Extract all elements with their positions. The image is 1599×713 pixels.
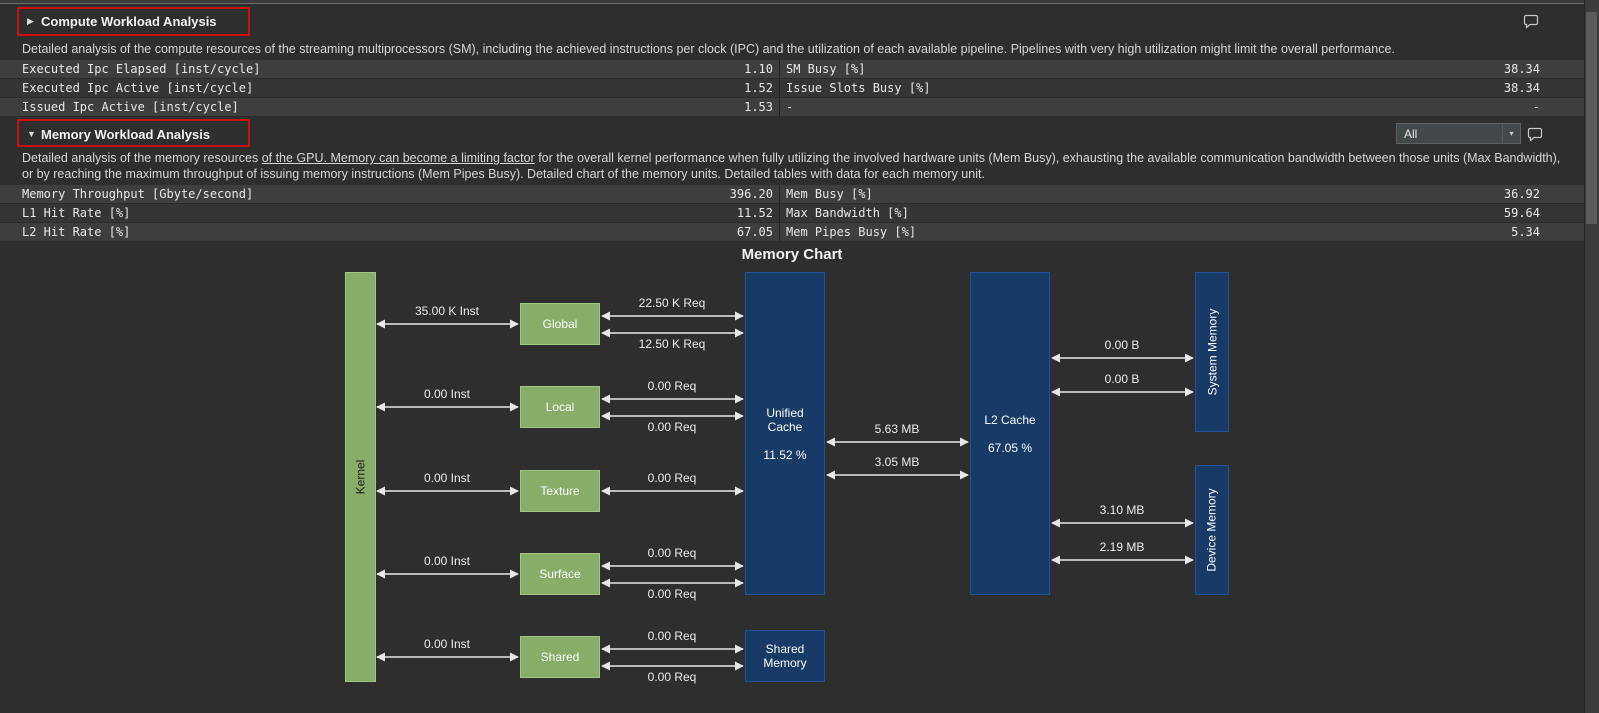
collapse-down-icon[interactable]: ▼	[27, 129, 36, 139]
metric-value: 5.34	[1511, 225, 1540, 239]
edge-label: 22.50 K Req	[638, 296, 706, 310]
texture-box: Texture	[520, 470, 600, 512]
device-memory-label: Device Memory	[1205, 488, 1220, 572]
metric-row: Memory Throughput [Gbyte/second] 396.20 M…	[0, 185, 1584, 204]
metric-label: Memory Throughput [Gbyte/second]	[22, 187, 254, 201]
edge-label: 0.00 Inst	[423, 471, 471, 485]
memory-section-title: Memory Workload Analysis	[41, 126, 211, 142]
comment-bubble-icon[interactable]	[1526, 125, 1544, 143]
kernel-label: Kernel	[353, 459, 368, 495]
kernel-box: Kernel	[345, 272, 376, 682]
global-box: Global	[520, 303, 600, 345]
metric-value: 396.20	[729, 187, 773, 201]
metric-value: 59.64	[1503, 206, 1540, 220]
edge-label: 0.00 Req	[647, 546, 697, 560]
metric-label: Executed Ipc Elapsed [inst/cycle]	[22, 62, 261, 76]
previous-section-edge	[0, 0, 1599, 4]
shared-memory-box: Shared Memory	[745, 630, 825, 682]
unified-cache-hitrate: 11.52 %	[763, 447, 807, 462]
surface-box: Surface	[520, 553, 600, 595]
shared-label: Shared	[540, 650, 580, 664]
metric-row: L2 Hit Rate [%] 67.05 Mem Pipes Busy [%] 5…	[0, 223, 1584, 242]
global-label: Global	[542, 317, 578, 331]
comment-bubble-icon[interactable]	[1522, 12, 1540, 30]
edge-label: 12.50 K Req	[638, 337, 706, 351]
metric-value: 11.52	[736, 206, 773, 220]
metric-label: -	[786, 100, 794, 114]
collapse-right-icon[interactable]: ▶	[27, 15, 34, 26]
local-box: Local	[520, 386, 600, 428]
metric-value: 67.05	[736, 225, 773, 239]
edge-label: 5.63 MB	[874, 422, 920, 436]
metric-value: 1.52	[744, 81, 773, 95]
memory-description: Detailed analysis of the memory resource…	[22, 150, 1570, 182]
texture-label: Texture	[540, 484, 580, 498]
metric-row: Issued Ipc Active [inst/cycle] 1.53 - -	[0, 98, 1584, 117]
edge-label: 35.00 K Inst	[414, 304, 480, 318]
unified-cache-box: Unified Cache 11.52 %	[745, 272, 825, 595]
metric-label: Mem Busy [%]	[786, 187, 873, 201]
edge-label: 0.00 B	[1104, 338, 1140, 352]
edge-label: 0.00 Req	[647, 670, 697, 684]
compute-description: Detailed analysis of the compute resourc…	[22, 42, 1395, 56]
system-memory-label: System Memory	[1205, 308, 1219, 396]
memory-section-header[interactable]: ▼ Memory Workload Analysis	[0, 119, 1584, 149]
metric-label: Issued Ipc Active [inst/cycle]	[22, 100, 239, 114]
edge-label: 3.10 MB	[1099, 503, 1145, 517]
edge-label: 0.00 Req	[647, 629, 697, 643]
metric-value: 38.34	[1503, 81, 1540, 95]
memory-chart-title: Memory Chart	[741, 246, 843, 263]
local-label: Local	[545, 400, 575, 414]
l2-cache-box: L2 Cache 67.05 %	[970, 272, 1050, 595]
metric-value: -	[1532, 100, 1540, 114]
edge-label: 2.19 MB	[1099, 540, 1145, 554]
metric-value: 36.92	[1503, 187, 1540, 201]
edge-label: 0.00 Inst	[423, 554, 471, 568]
compute-section-title: Compute Workload Analysis	[41, 13, 217, 29]
edge-label: 3.05 MB	[874, 455, 920, 469]
memory-description-text: for the overall kernel performance when …	[22, 151, 1561, 181]
shared-memory-label: Shared Memory	[763, 642, 807, 670]
edge-label: 0.00 B	[1104, 372, 1140, 386]
l2-cache-hitrate: 67.05 %	[987, 440, 1033, 455]
edge-label: 0.00 Req	[647, 587, 697, 601]
edge-label: 0.00 Inst	[423, 637, 471, 651]
metric-label: L2 Hit Rate [%]	[22, 225, 131, 239]
memory-filter-dropdown[interactable]: All ▾	[1396, 123, 1521, 144]
metric-label: Mem Pipes Busy [%]	[786, 225, 917, 239]
shared-box: Shared	[520, 636, 600, 678]
memory-description-text: Detailed analysis of the memory resource…	[22, 151, 262, 165]
l2-cache-label: L2 Cache	[984, 412, 1036, 427]
comment-bubble-glyph	[1527, 127, 1543, 142]
scrollbar-thumb[interactable]	[1586, 12, 1597, 224]
device-memory-box: Device Memory	[1195, 465, 1229, 595]
edge-label: 0.00 Req	[647, 471, 697, 485]
metric-label: Max Bandwidth [%]	[786, 206, 909, 220]
edge-label: 0.00 Inst	[423, 387, 471, 401]
metric-label: Issue Slots Busy [%]	[786, 81, 931, 95]
edge-label: 0.00 Req	[647, 420, 697, 434]
memory-description-underlined: of the GPU. Memory can become a limiting…	[261, 151, 535, 165]
unified-cache-label: Unified Cache	[766, 405, 804, 434]
comment-bubble-glyph	[1523, 14, 1539, 29]
metric-label: SM Busy [%]	[786, 62, 866, 76]
metric-row: Executed Ipc Active [inst/cycle] 1.52 Iss…	[0, 79, 1584, 98]
edge-label: 0.00 Req	[647, 379, 697, 393]
chevron-down-icon: ▾	[1502, 124, 1520, 143]
metric-value: 38.34	[1503, 62, 1540, 76]
metric-value: 1.10	[744, 62, 773, 76]
metric-row: Executed Ipc Elapsed [inst/cycle] 1.10 SM…	[0, 60, 1584, 79]
metric-label: L1 Hit Rate [%]	[22, 206, 131, 220]
metric-value: 1.53	[744, 100, 773, 114]
metric-row: L1 Hit Rate [%] 11.52 Max Bandwidth [%] 59…	[0, 204, 1584, 223]
system-memory-box: System Memory	[1195, 272, 1229, 432]
compute-section-header[interactable]: ▶ Compute Workload Analysis	[0, 6, 1584, 36]
metric-label: Executed Ipc Active [inst/cycle]	[22, 81, 254, 95]
dropdown-value: All	[1404, 126, 1418, 141]
surface-label: Surface	[539, 567, 581, 581]
